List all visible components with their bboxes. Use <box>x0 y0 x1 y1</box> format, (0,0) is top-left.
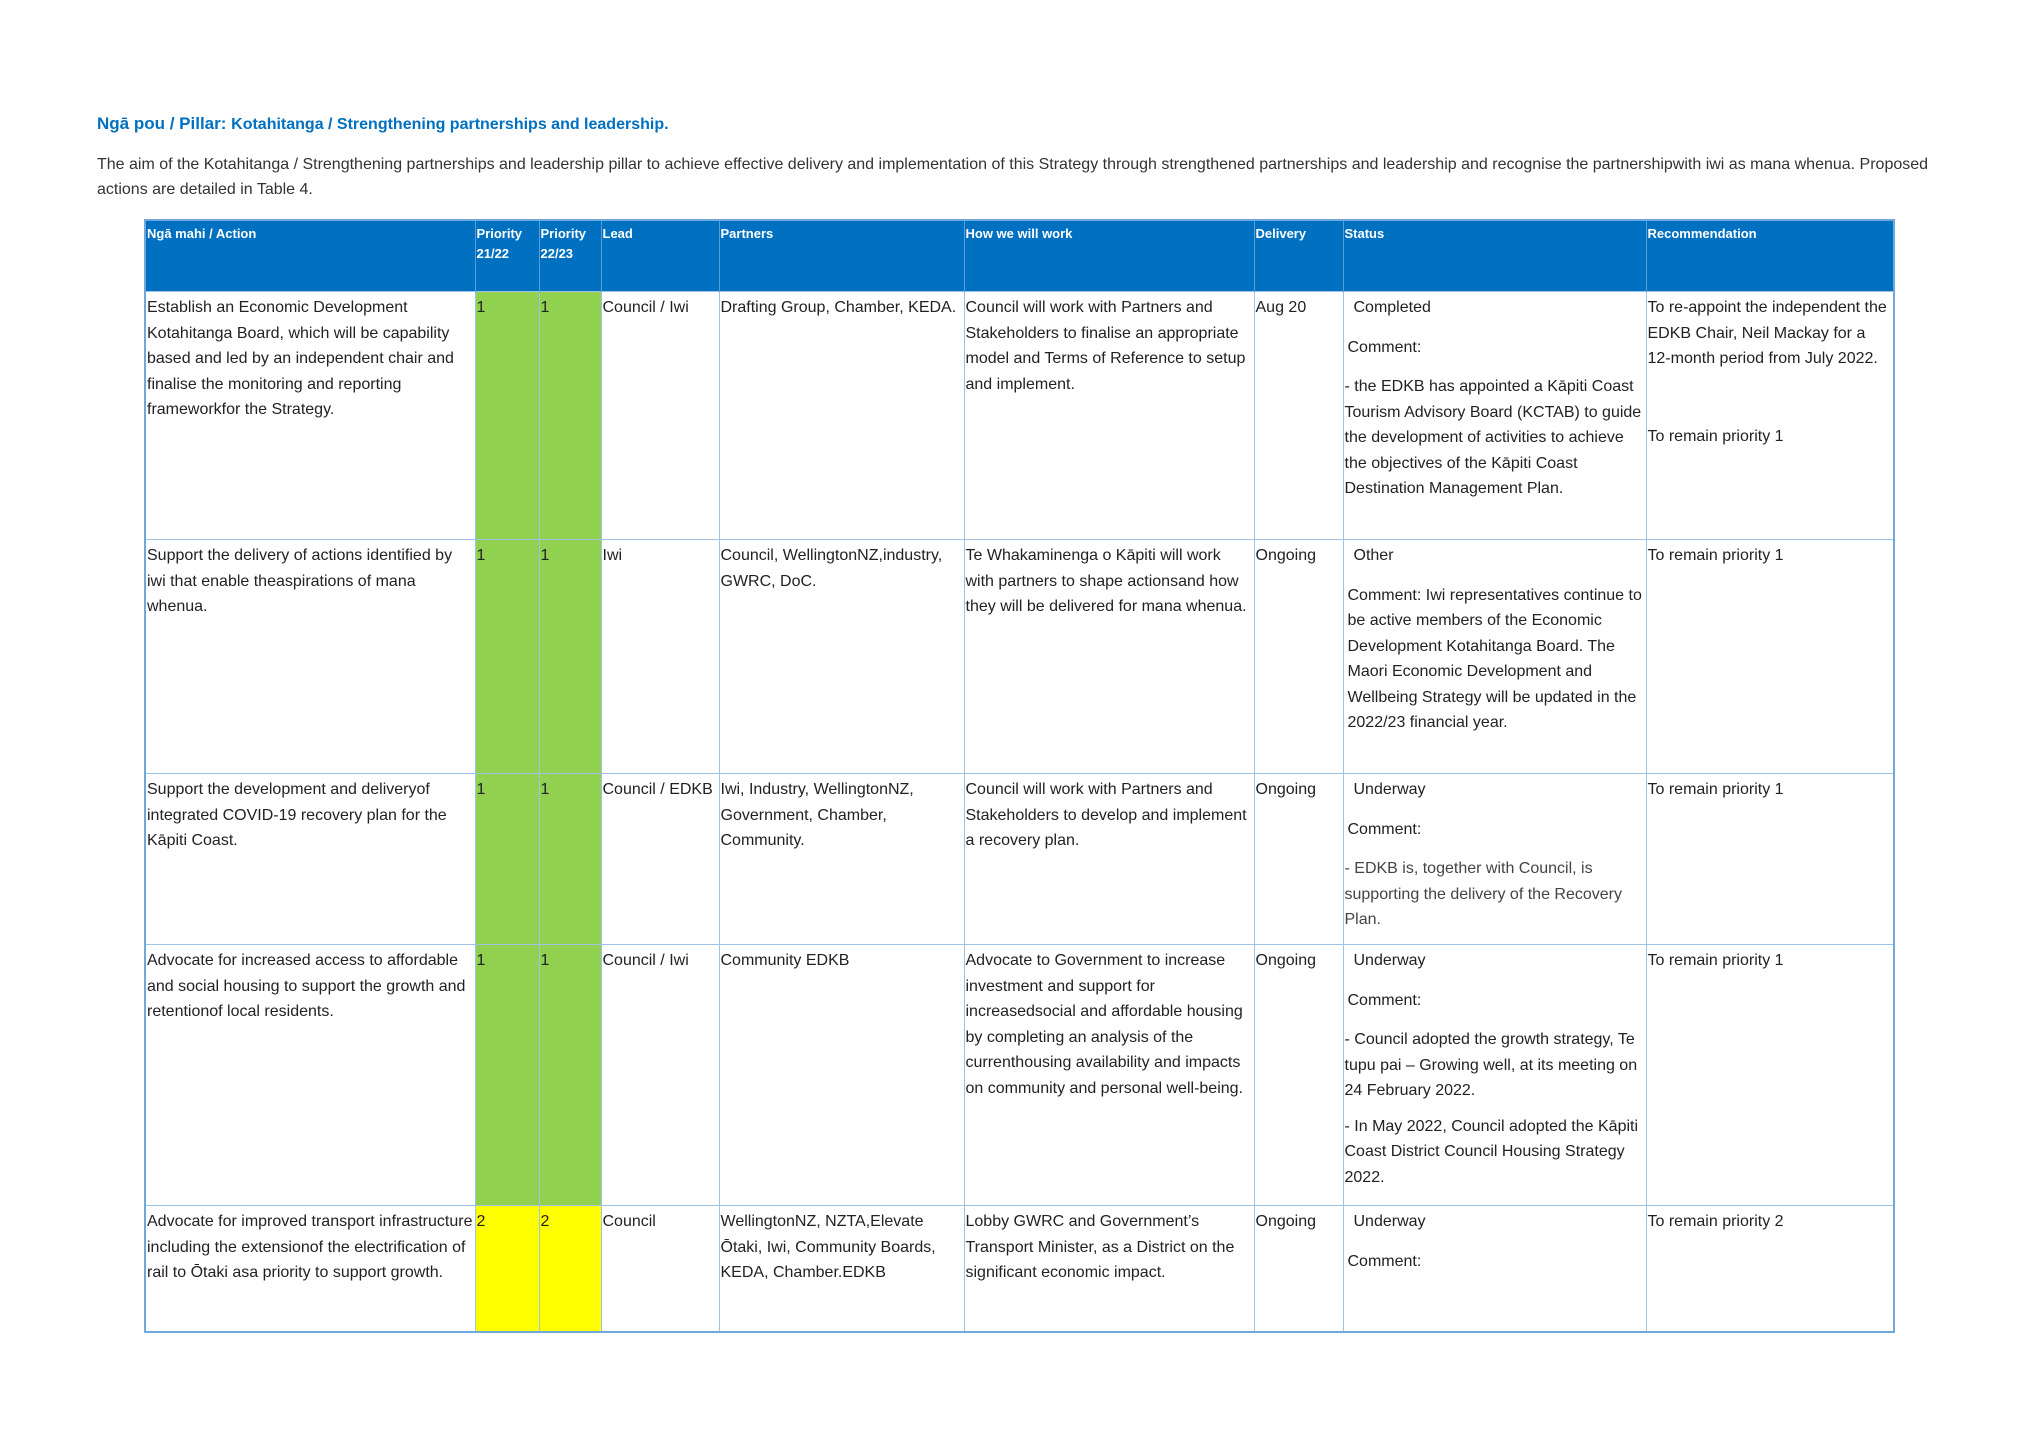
header-status: Status <box>1343 220 1647 292</box>
recommendation-cell: To remain priority 1 <box>1645 773 1895 945</box>
header-how: How we will work <box>964 220 1255 292</box>
priority-2223-cell: 1 <box>538 291 602 540</box>
delivery-cell: Ongoing <box>1253 773 1344 945</box>
lead-cell: Council <box>600 1205 720 1332</box>
actions-table: Ngā mahi / Action Priority 21/22 Priorit… <box>144 219 1895 1333</box>
status-label: Completed <box>1353 299 1431 316</box>
status-note: - the EDKB has appointed a Kāpiti Coast … <box>1344 378 1642 497</box>
priority-2122-cell: 1 <box>474 773 540 945</box>
lead-cell: Iwi <box>600 539 720 774</box>
how-cell: Council will work with Partners and Stak… <box>963 291 1255 540</box>
status-comment: Comment: Iwi representatives continue to… <box>1347 586 1642 732</box>
status-note: - EDKB is, together with Council, is sup… <box>1344 860 1622 928</box>
action-cell: Establish an Economic Development Kotahi… <box>144 291 476 540</box>
pillar-title: Kotahitanga / Strengthening partnerships… <box>231 116 669 133</box>
pillar-heading: Ngā pou / Pillar: Kotahitanga / Strength… <box>97 114 669 134</box>
lead-cell: Council / EDKB <box>600 773 720 945</box>
priority-2122-cell: 1 <box>474 944 540 1206</box>
status-comment: Comment: <box>1347 338 1422 356</box>
priority-2122-cell: 1 <box>474 539 540 774</box>
partners-cell: Drafting Group, Chamber, KEDA. <box>718 291 965 540</box>
action-cell: Advocate for improved transport infrastr… <box>144 1205 476 1332</box>
status-note: - In May 2022, Council adopted the Kāpit… <box>1344 1117 1639 1186</box>
recommendation-text: To re-appoint the independent the EDKB C… <box>1647 299 1887 367</box>
recommendation-cell: To re-appoint the independent the EDKB C… <box>1645 291 1895 540</box>
priority-2122-cell: 1 <box>474 291 540 540</box>
status-cell: Completed Comment: - the EDKB has appoin… <box>1342 291 1647 540</box>
status-label: Underway <box>1353 952 1426 969</box>
intro-paragraph: The aim of the Kotahitanga / Strengtheni… <box>97 156 1929 198</box>
status-comment: Comment: <box>1347 1252 1422 1270</box>
priority-2223-cell: 1 <box>538 539 602 774</box>
table-row: Advocate for improved transport infrastr… <box>144 1205 1895 1332</box>
lead-cell: Council / Iwi <box>600 944 720 1206</box>
recommendation-cell: To remain priority 2 <box>1645 1205 1895 1332</box>
table-row: Advocate for increased access to afforda… <box>144 944 1895 1206</box>
header-recommendation: Recommendation <box>1646 220 1895 292</box>
header-delivery: Delivery <box>1254 220 1344 292</box>
how-cell: Te Whakaminenga o Kāpiti will work with … <box>963 539 1255 774</box>
status-label: Underway <box>1353 781 1426 798</box>
table-header-row: Ngā mahi / Action Priority 21/22 Priorit… <box>145 220 1895 292</box>
status-label: Other <box>1353 547 1394 564</box>
partners-cell: Iwi, Industry, WellingtonNZ, Government,… <box>718 773 965 945</box>
partners-cell: WellingtonNZ, NZTA,Elevate Ōtaki, Iwi, C… <box>718 1205 965 1332</box>
how-cell: Council will work with Partners and Stak… <box>963 773 1255 945</box>
priority-2223-cell: 1 <box>538 944 602 1206</box>
header-lead: Lead <box>601 220 720 292</box>
partners-cell: Community EDKB <box>718 944 965 1206</box>
header-priority-2223: Priority 22/23 <box>539 220 602 292</box>
header-partners: Partners <box>719 220 965 292</box>
how-cell: Advocate to Government to increase inves… <box>963 944 1255 1206</box>
priority-2122-cell: 2 <box>474 1205 540 1332</box>
table-row: Support the development and deliveryof i… <box>144 773 1895 945</box>
delivery-cell: Ongoing <box>1253 1205 1344 1332</box>
status-label: Underway <box>1353 1213 1426 1230</box>
delivery-cell: Ongoing <box>1253 944 1344 1206</box>
table-row: Establish an Economic Development Kotahi… <box>144 291 1895 540</box>
action-cell: Advocate for increased access to afforda… <box>144 944 476 1206</box>
table-row: Support the delivery of actions identifi… <box>144 539 1895 774</box>
delivery-cell: Ongoing <box>1253 539 1344 774</box>
lead-cell: Council / Iwi <box>600 291 720 540</box>
recommendation-cell: To remain priority 1 <box>1645 944 1895 1206</box>
priority-2223-cell: 2 <box>538 1205 602 1332</box>
status-note: - Council adopted the growth strategy, T… <box>1344 1031 1638 1099</box>
recommendation-cell: To remain priority 1 <box>1645 539 1895 774</box>
priority-2223-cell: 1 <box>538 773 602 945</box>
status-cell: Underway Comment: - Council adopted the … <box>1342 944 1647 1206</box>
status-comment: Comment: <box>1347 820 1422 838</box>
header-action: Ngā mahi / Action <box>145 220 476 292</box>
how-cell: Lobby GWRC and Government’s Transport Mi… <box>963 1205 1255 1332</box>
partners-cell: Council, WellingtonNZ,industry, GWRC, Do… <box>718 539 965 774</box>
recommendation-priority: To remain priority 1 <box>1647 427 1784 445</box>
status-cell: Underway Comment: - EDKB is, together wi… <box>1342 773 1647 945</box>
pillar-prefix: Ngā pou / Pillar: <box>97 114 227 133</box>
action-cell: Support the delivery of actions identifi… <box>144 539 476 774</box>
status-cell: Other Comment: Iwi representatives conti… <box>1342 539 1647 774</box>
delivery-cell: Aug 20 <box>1253 291 1344 540</box>
status-comment: Comment: <box>1347 991 1422 1009</box>
header-priority-2122: Priority 21/22 <box>475 220 540 292</box>
status-cell: Underway Comment: <box>1342 1205 1647 1332</box>
action-cell: Support the development and deliveryof i… <box>144 773 476 945</box>
